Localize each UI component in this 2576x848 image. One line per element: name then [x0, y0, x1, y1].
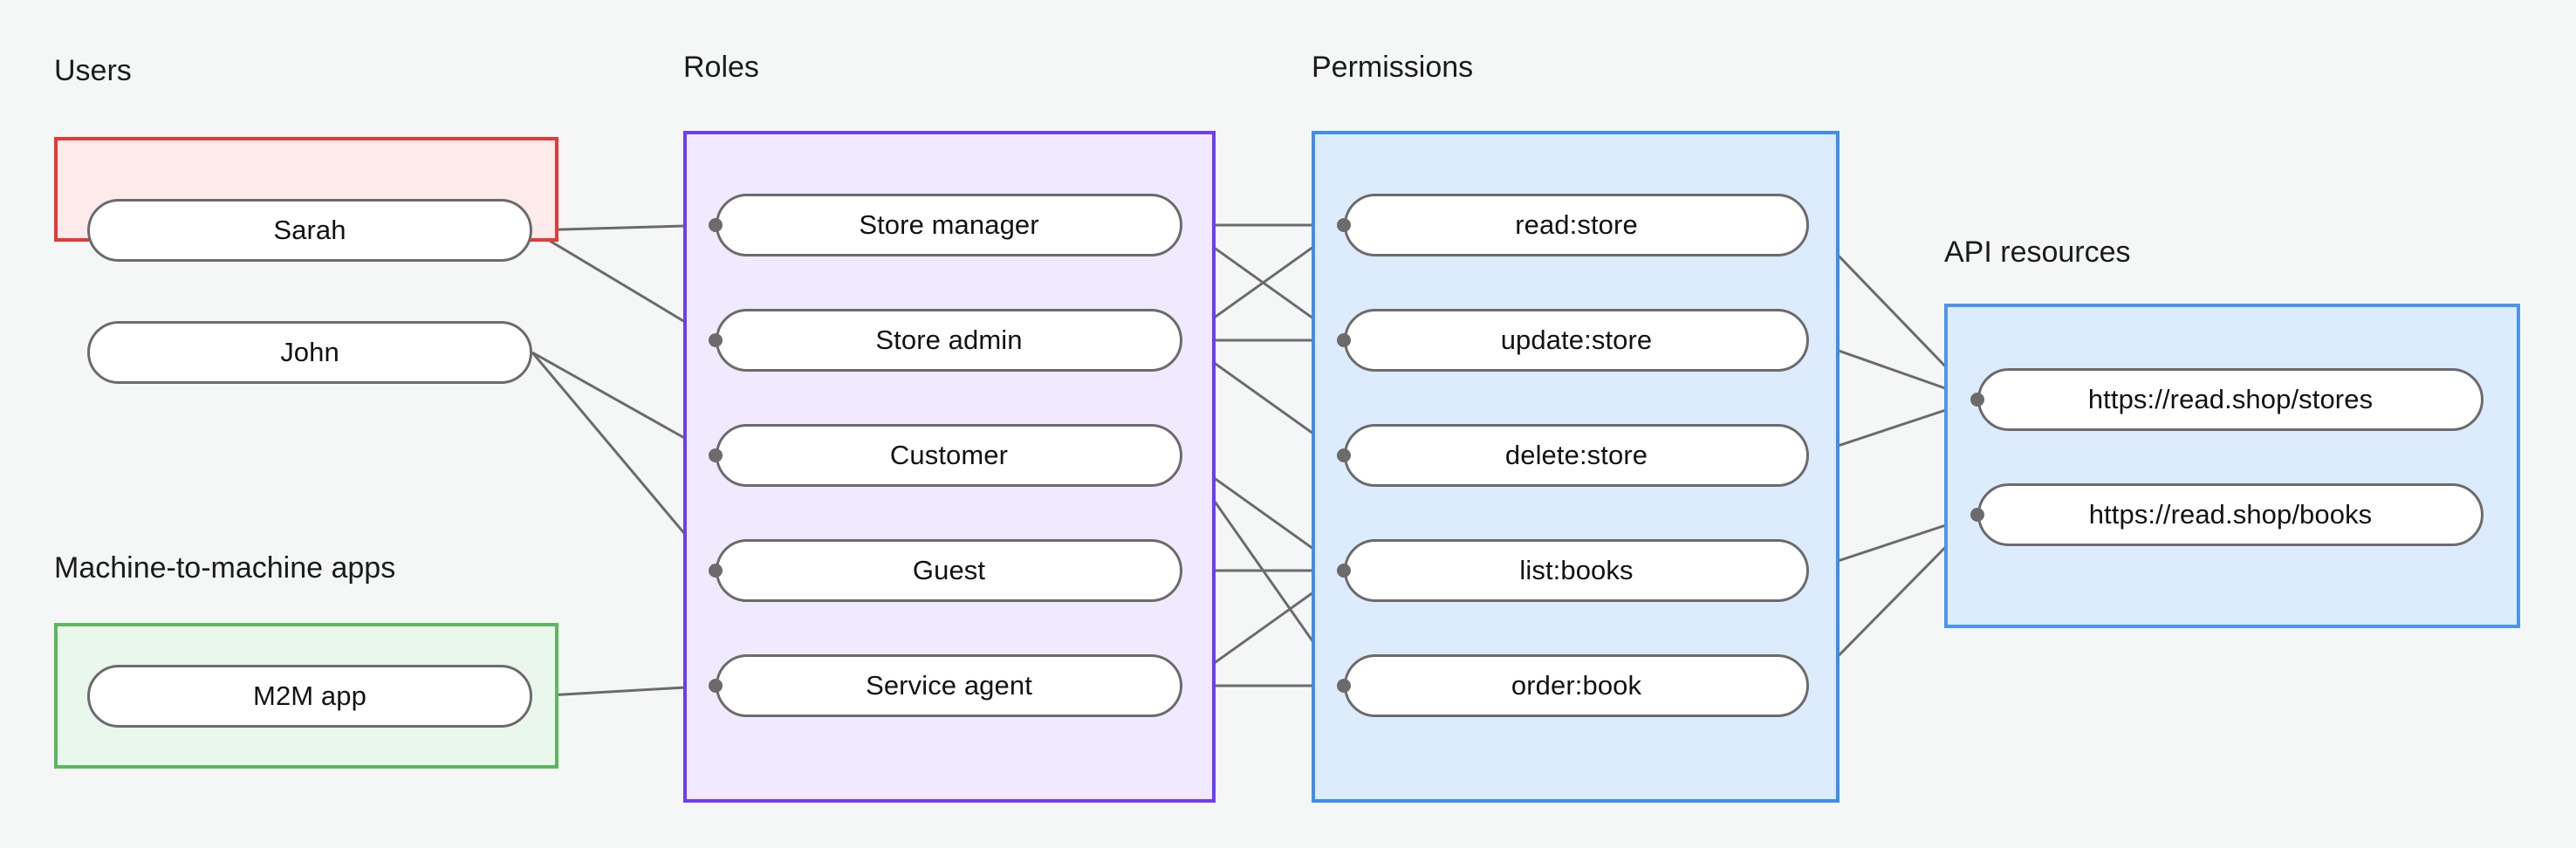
node-res-books[interactable]: https://read.shop/books: [1977, 483, 2484, 546]
port-in-order-book: [1337, 679, 1351, 693]
group-title-roles: Roles: [683, 51, 759, 84]
port-in-store-admin: [709, 333, 723, 347]
port-in-customer: [709, 448, 723, 462]
node-label: Sarah: [273, 215, 346, 245]
group-title-api-resources: API resources: [1944, 236, 2131, 269]
port-in-store-manager: [709, 218, 723, 232]
group-title-permissions: Permissions: [1312, 51, 1474, 84]
node-res-stores[interactable]: https://read.shop/stores: [1977, 368, 2484, 431]
node-customer[interactable]: Customer: [716, 424, 1182, 487]
node-label: John: [280, 337, 339, 367]
node-update-store[interactable]: update:store: [1344, 309, 1809, 372]
group-title-users: Users: [54, 54, 132, 87]
node-john[interactable]: John: [87, 321, 532, 384]
node-read-store[interactable]: read:store: [1344, 194, 1809, 256]
group-box-api-resources: [1944, 304, 2520, 628]
port-in-guest: [709, 564, 723, 578]
node-store-manager[interactable]: Store manager: [716, 194, 1182, 256]
node-label: update:store: [1500, 325, 1653, 355]
node-m2m-app[interactable]: M2M app: [87, 665, 532, 728]
node-order-book[interactable]: order:book: [1344, 654, 1809, 717]
node-sarah[interactable]: Sarah: [87, 199, 532, 262]
node-list-books[interactable]: list:books: [1344, 539, 1809, 602]
port-in-res-stores: [1970, 393, 1984, 407]
node-label: Service agent: [866, 670, 1032, 701]
node-label: read:store: [1515, 209, 1638, 240]
node-label: Store admin: [875, 325, 1023, 355]
node-label: order:book: [1511, 670, 1642, 701]
node-store-admin[interactable]: Store admin: [716, 309, 1182, 372]
node-label: delete:store: [1504, 440, 1648, 470]
port-in-service-agent: [709, 679, 723, 693]
node-label: https://read.shop/stores: [2087, 384, 2374, 414]
port-in-delete-store: [1337, 448, 1351, 462]
port-in-res-books: [1970, 508, 1984, 522]
node-label: Store manager: [859, 209, 1039, 240]
node-label: list:books: [1519, 555, 1634, 585]
node-label: https://read.shop/books: [2088, 499, 2373, 530]
port-in-list-books: [1337, 564, 1351, 578]
node-guest[interactable]: Guest: [716, 539, 1182, 602]
node-delete-store[interactable]: delete:store: [1344, 424, 1809, 487]
node-label: Guest: [912, 555, 986, 585]
node-label: M2M app: [253, 680, 367, 711]
node-service-agent[interactable]: Service agent: [716, 654, 1182, 717]
group-title-m2m: Machine-to-machine apps: [54, 551, 396, 585]
node-label: Customer: [889, 440, 1009, 470]
port-in-update-store: [1337, 333, 1351, 347]
port-in-read-store: [1337, 218, 1351, 232]
